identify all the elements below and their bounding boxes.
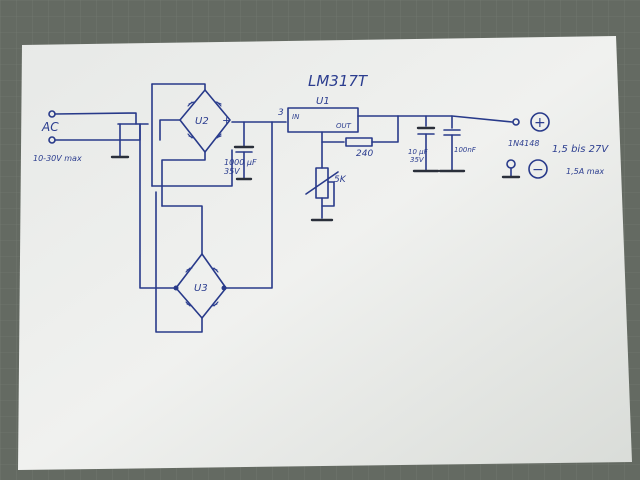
trimmer-5k: 5K <box>305 141 347 222</box>
output-minus: − <box>532 162 544 178</box>
bridge-u3: U3 <box>139 121 273 333</box>
resistor-240: 240 <box>345 115 399 159</box>
ac-label: AC <box>41 120 59 134</box>
ac-range-label: 10-30V max <box>33 154 82 163</box>
resistor-value: 240 <box>356 149 373 159</box>
title-label: LM317T <box>308 72 369 90</box>
output-plus: + <box>534 115 546 131</box>
output-node-label: 1N4148 <box>508 139 539 148</box>
output-range-label: 1,5 bis 27V <box>552 144 609 155</box>
output-current-label: 1,5A max <box>566 167 604 176</box>
capacitor-output-voltage: 35V <box>410 156 425 164</box>
capacitor-ceramic-value: 100nF <box>454 146 477 154</box>
regulator-u1: 3 U1 IN OUT <box>271 96 399 143</box>
regulator-pin-num: 3 <box>278 108 284 118</box>
bridge-u2: U2 + <box>151 83 273 207</box>
regulator-pin-in: IN <box>292 113 300 121</box>
regulator-pin-out: OUT <box>336 122 352 130</box>
capacitor-main-voltage: 35V <box>224 167 240 176</box>
regulator-label: U1 <box>316 96 330 107</box>
capacitor-main-value: 1000 µF <box>224 158 257 167</box>
paper-sheet <box>18 36 632 470</box>
trimmer-value: 5K <box>334 175 347 185</box>
capacitor-main: 1000 µF 35V <box>224 121 257 181</box>
capacitor-output-value: 10 µF <box>408 148 429 156</box>
bridge-u2-plus: + <box>222 114 231 127</box>
bridge-u2-label: U2 <box>195 116 209 127</box>
capacitor-ceramic: 100nF <box>425 115 477 173</box>
output-terminals: + 1N4148 1,5 bis 27V − 1,5A max <box>451 112 609 179</box>
bridge-u3-label: U3 <box>194 283 208 294</box>
